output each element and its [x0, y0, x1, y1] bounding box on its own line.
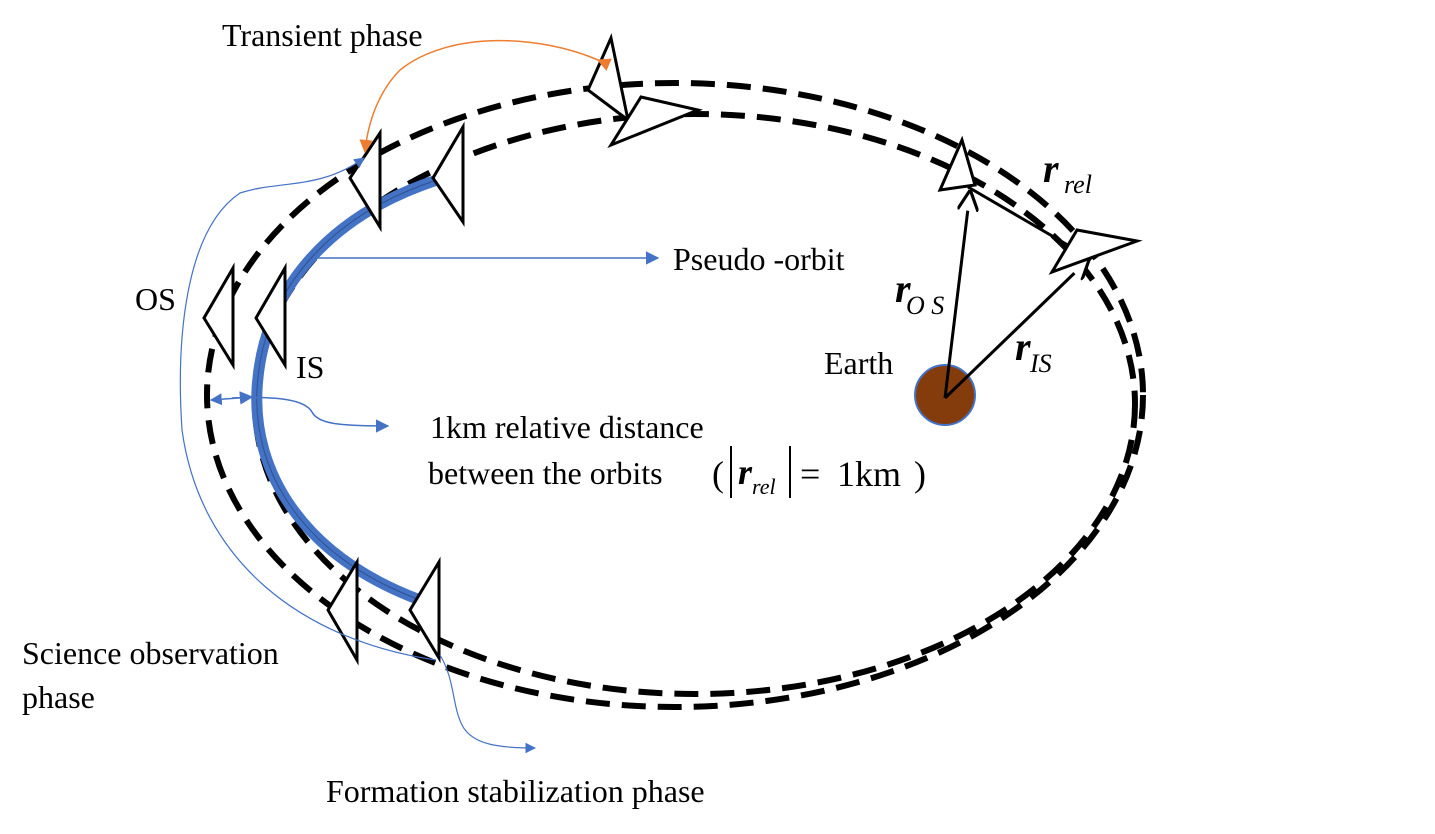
svg-text:r: r [895, 266, 911, 311]
svg-text:r: r [738, 452, 753, 492]
pseudo-orbit-arc [251, 174, 439, 606]
relative-distance-line2: between the orbits [428, 455, 663, 491]
svg-text:): ) [914, 454, 926, 494]
science-observation-line1: Science observation [22, 635, 279, 671]
transient-phase-arrow [359, 39, 612, 154]
outer-orbit-os [204, 80, 1146, 710]
spacecraft-is-right-icon [1048, 228, 1143, 275]
svg-text:IS: IS [1029, 349, 1052, 378]
spacecraft-is-left-icon [254, 262, 287, 371]
pseudo-orbit-arc-outline [256, 179, 438, 601]
svg-text:O S: O S [906, 291, 944, 320]
spacecraft-os-top-left-icon [348, 128, 382, 233]
spacecraft-transient-2-icon [607, 95, 704, 149]
svg-text:rel: rel [752, 474, 776, 499]
r-os-label: r O S [895, 266, 944, 320]
relative-distance-line1: 1km relative distance [430, 409, 704, 445]
formation-stabilization-pointer [439, 654, 537, 754]
spacecraft-is-top-left-icon [431, 121, 465, 227]
os-label: OS [135, 281, 176, 317]
r-rel-label: r rel [1043, 146, 1092, 199]
r-is-label: r IS [1015, 324, 1052, 378]
spacecraft-os-right-icon [937, 135, 977, 192]
spacecraft-is-bottom-icon [408, 556, 441, 664]
transient-phase-label: Transient phase [222, 17, 423, 53]
formation-stabilization-label: Formation stabilization phase [326, 773, 705, 809]
earth-label: Earth [824, 345, 893, 381]
svg-text:(: ( [712, 454, 724, 494]
spacecraft-os-left-icon [202, 262, 235, 371]
svg-text:r: r [1015, 324, 1031, 369]
svg-text:1km: 1km [837, 454, 901, 494]
pseudo-orbit-label: Pseudo -orbit [673, 241, 845, 277]
r-os-vector [943, 192, 970, 399]
science-observation-line2: phase [22, 679, 95, 715]
science-phase-pointer [179, 157, 437, 661]
relative-distance-equation: ( r rel = 1km ) [712, 446, 926, 499]
r-is-vector [943, 260, 1088, 400]
spacecraft-transient-1-icon [586, 33, 631, 124]
svg-text:rel: rel [1064, 170, 1092, 199]
relative-distance-pointer [231, 396, 390, 433]
svg-text:r: r [1043, 146, 1059, 191]
svg-text:=: = [800, 454, 820, 494]
is-label: IS [296, 349, 324, 385]
